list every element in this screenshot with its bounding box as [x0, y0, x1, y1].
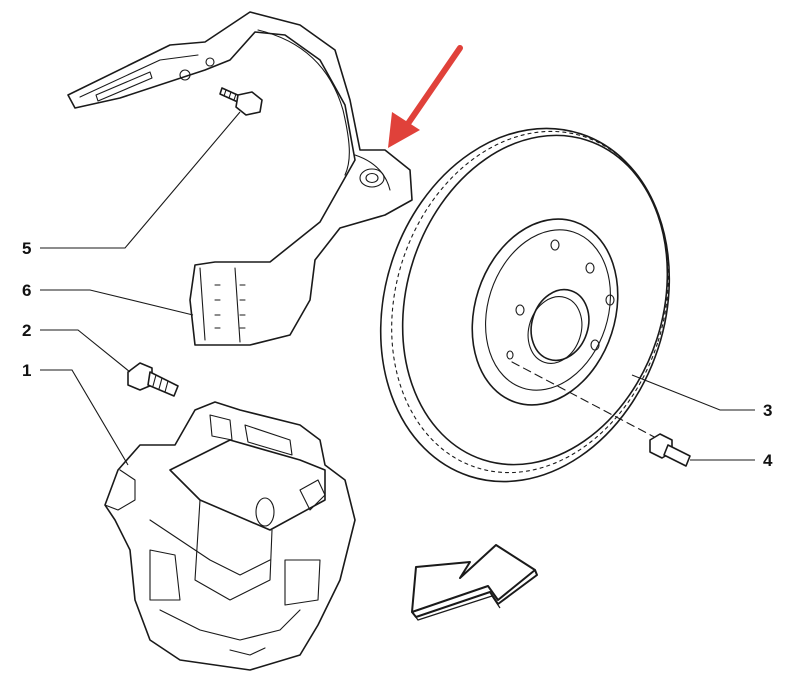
part-label-1: 1	[22, 361, 31, 380]
part-label-6: 6	[22, 281, 31, 300]
part-label-5: 5	[22, 239, 31, 258]
red-arrow-icon	[388, 45, 463, 148]
alignment-axis	[511, 361, 661, 441]
shield-bolt	[219, 87, 263, 116]
brake-caliper	[104, 401, 356, 671]
leader-line-1	[40, 369, 129, 466]
caliper-bolt	[127, 362, 179, 397]
part-label-4: 4	[763, 451, 773, 470]
leader-line-3	[631, 374, 755, 411]
part-label-2: 2	[22, 321, 31, 340]
disc-screw	[649, 433, 691, 467]
leader-line-5	[40, 111, 241, 249]
leader-line-2	[40, 329, 131, 373]
travel-direction-arrow-icon	[411, 544, 538, 621]
dust-shield	[67, 11, 413, 346]
brake-disc	[379, 127, 671, 483]
part-label-3: 3	[763, 401, 772, 420]
leader-line-6	[40, 289, 194, 316]
